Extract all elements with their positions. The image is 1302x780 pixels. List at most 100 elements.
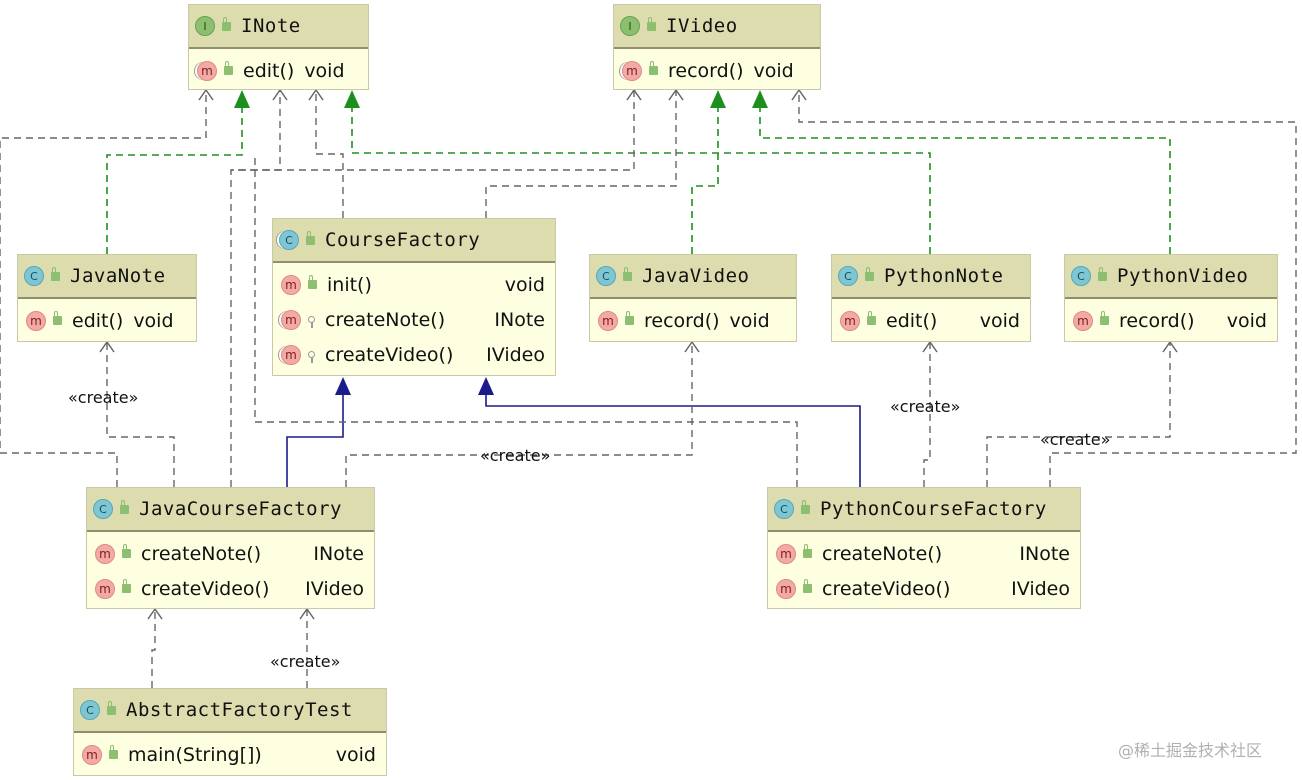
watermark: @稀土掘金技术社区 [1118,741,1263,760]
method-row[interactable]: m init() void [273,267,555,302]
public-lock-icon [122,544,131,558]
interface-icon: I [620,16,640,36]
edge-pythoncf-pythonnote [923,342,931,487]
class-box-ivideo[interactable]: I IVideo m record() void [613,4,821,90]
generalization-arrowheads [335,377,494,395]
class-box-pythoncoursefactory[interactable]: C PythonCourseFactory m createNote() INo… [767,487,1081,609]
method-name: createNote() [141,542,262,565]
public-lock-icon [649,61,658,75]
return-type: void [133,309,174,332]
method-row[interactable]: m createNote() INote [273,302,555,337]
method-row[interactable]: m record() void [614,53,820,88]
arrowhead-ivideo-1 [710,90,726,108]
method-name: createNote() [325,308,446,331]
method-row[interactable]: m createVideo() IVideo [87,571,374,606]
class-name: IVideo [666,15,738,37]
method-row[interactable]: m main(String[]) void [74,737,386,772]
open-arrow-pythonvideo [1162,340,1178,353]
edge-pythoncoursefactory-coursefactory [485,394,861,487]
public-lock-icon [801,499,810,514]
public-lock-icon [224,61,233,75]
edge-coursefactory-inote [315,90,344,218]
public-lock-icon [53,311,62,325]
method-icon: m [840,310,860,331]
class-header: C JavaCourseFactory [87,488,374,532]
open-arrow-inote-1 [198,88,214,101]
method-row[interactable]: m createVideo() IVideo [768,571,1080,606]
method-row[interactable]: m createVideo() IVideo [273,337,555,372]
public-lock-icon [623,266,632,281]
method-icon: m [281,274,301,295]
create-label-test: «create» [270,652,341,671]
method-row[interactable]: m edit() void [832,303,1030,338]
realization-arrowheads [234,90,768,108]
method-name: createVideo() [141,577,270,600]
method-row[interactable]: m record() void [590,303,796,338]
edge-ivideo-corner [231,90,635,171]
class-box-abstractfactorytest[interactable]: C AbstractFactoryTest m main(String[]) v… [73,688,387,776]
create-label-pythonvideo: «create» [1040,430,1111,449]
method-row[interactable]: m edit() void [189,53,368,88]
open-arrow-javacf-1 [147,607,163,620]
class-box-javanote[interactable]: C JavaNote m edit() void [17,254,197,342]
open-arrow-javanote [99,340,115,353]
method-row[interactable]: m edit() void [18,303,196,338]
class-box-javacoursefactory[interactable]: C JavaCourseFactory m createNote() INote… [86,487,375,609]
class-header: I IVideo [614,5,820,49]
method-name: main(String[]) [128,743,262,766]
public-lock-icon [867,311,876,325]
method-name: record() [644,309,720,332]
return-type: INote [1019,542,1070,565]
abstract-method-icon: m [622,60,642,81]
class-name: PythonVideo [1117,265,1249,287]
class-box-pythonvideo[interactable]: C PythonVideo m record() void [1064,254,1278,342]
class-name: JavaVideo [642,265,750,287]
class-box-pythonnote[interactable]: C PythonNote m edit() void [831,254,1031,342]
open-arrow-javacf-2 [299,607,315,620]
return-type: IVideo [486,343,545,366]
protected-key-icon [308,351,315,363]
method-name: edit() [243,59,295,82]
public-lock-icon [109,745,118,759]
edge-coursefactory-ivideo [485,90,677,218]
method-row[interactable]: m createNote() INote [87,536,374,571]
class-box-javavideo[interactable]: C JavaVideo m record() void [589,254,797,342]
return-type: void [753,59,794,82]
arrowhead-coursefactory-1 [335,377,351,395]
public-lock-icon [803,544,812,558]
method-name: record() [1119,309,1195,332]
create-label-javavideo: «create» [480,446,551,465]
return-type: void [504,273,545,296]
arrowhead-inote-1 [234,90,250,108]
create-label-pythonnote: «create» [890,397,961,416]
abstract-method-icon: m [197,60,217,81]
interface-icon: I [195,16,215,36]
class-header: C PythonVideo [1065,255,1277,299]
abstract-class-icon: C [279,230,299,250]
class-box-inote[interactable]: I INote m edit() void [188,4,369,90]
class-icon: C [24,266,44,286]
edge-pythoncf-inote [254,154,798,487]
class-header: C CourseFactory [273,219,555,263]
open-arrow-javavideo [684,340,700,353]
class-icon: C [93,499,113,519]
method-row[interactable]: m createNote() INote [768,536,1080,571]
protected-key-icon [308,316,315,328]
edge-pythoncf-pythonvideo [986,342,1171,487]
method-name: createNote() [822,542,943,565]
public-lock-icon [51,266,60,281]
class-name: PythonCourseFactory [820,498,1047,520]
class-icon: C [596,266,616,286]
class-icon: C [774,499,794,519]
public-lock-icon [1100,311,1109,325]
edge-pythonnote-inote [351,90,931,254]
method-row[interactable]: m record() void [1065,303,1277,338]
class-name: PythonNote [884,265,1004,287]
method-icon: m [776,543,796,564]
method-icon: m [95,578,115,599]
arrowhead-inote-2 [344,90,360,108]
public-lock-icon [1098,266,1107,281]
class-box-coursefactory[interactable]: C CourseFactory m init() void m createNo… [272,218,556,376]
method-icon: m [1073,310,1093,331]
